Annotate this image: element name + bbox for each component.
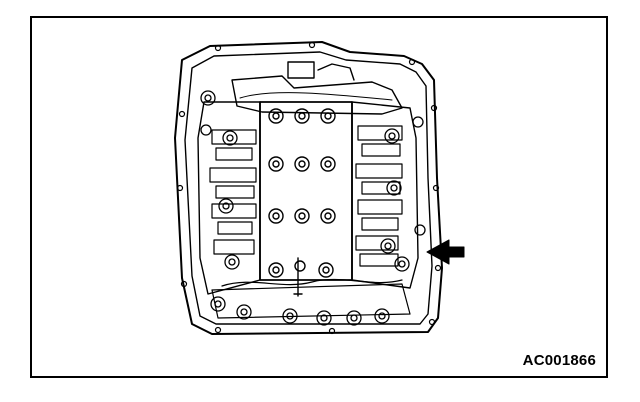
separator-plate (259, 101, 353, 281)
case-inner-flange (184, 51, 433, 325)
case-outer-flange (174, 41, 443, 335)
left-valve-body (197, 101, 261, 295)
top-tube (317, 63, 355, 81)
figure-frame: AC001866 (30, 16, 608, 378)
right-bolts (380, 116, 426, 272)
valve-body-illustration (174, 41, 465, 335)
center-bolts (268, 108, 336, 278)
lower-plate (211, 283, 411, 319)
top-bracket (231, 75, 403, 115)
top-connector (287, 61, 315, 79)
center-pin (293, 257, 303, 297)
left-bolts (200, 90, 240, 270)
lower-bolts (210, 296, 390, 326)
flange-bolt-holes (176, 41, 442, 335)
lower-harness (221, 278, 403, 287)
right-solenoids (355, 125, 403, 267)
top-harness (239, 92, 393, 101)
left-solenoids (209, 129, 257, 255)
callout-arrow (426, 239, 465, 265)
figure-reference-code: AC001866 (522, 352, 596, 369)
